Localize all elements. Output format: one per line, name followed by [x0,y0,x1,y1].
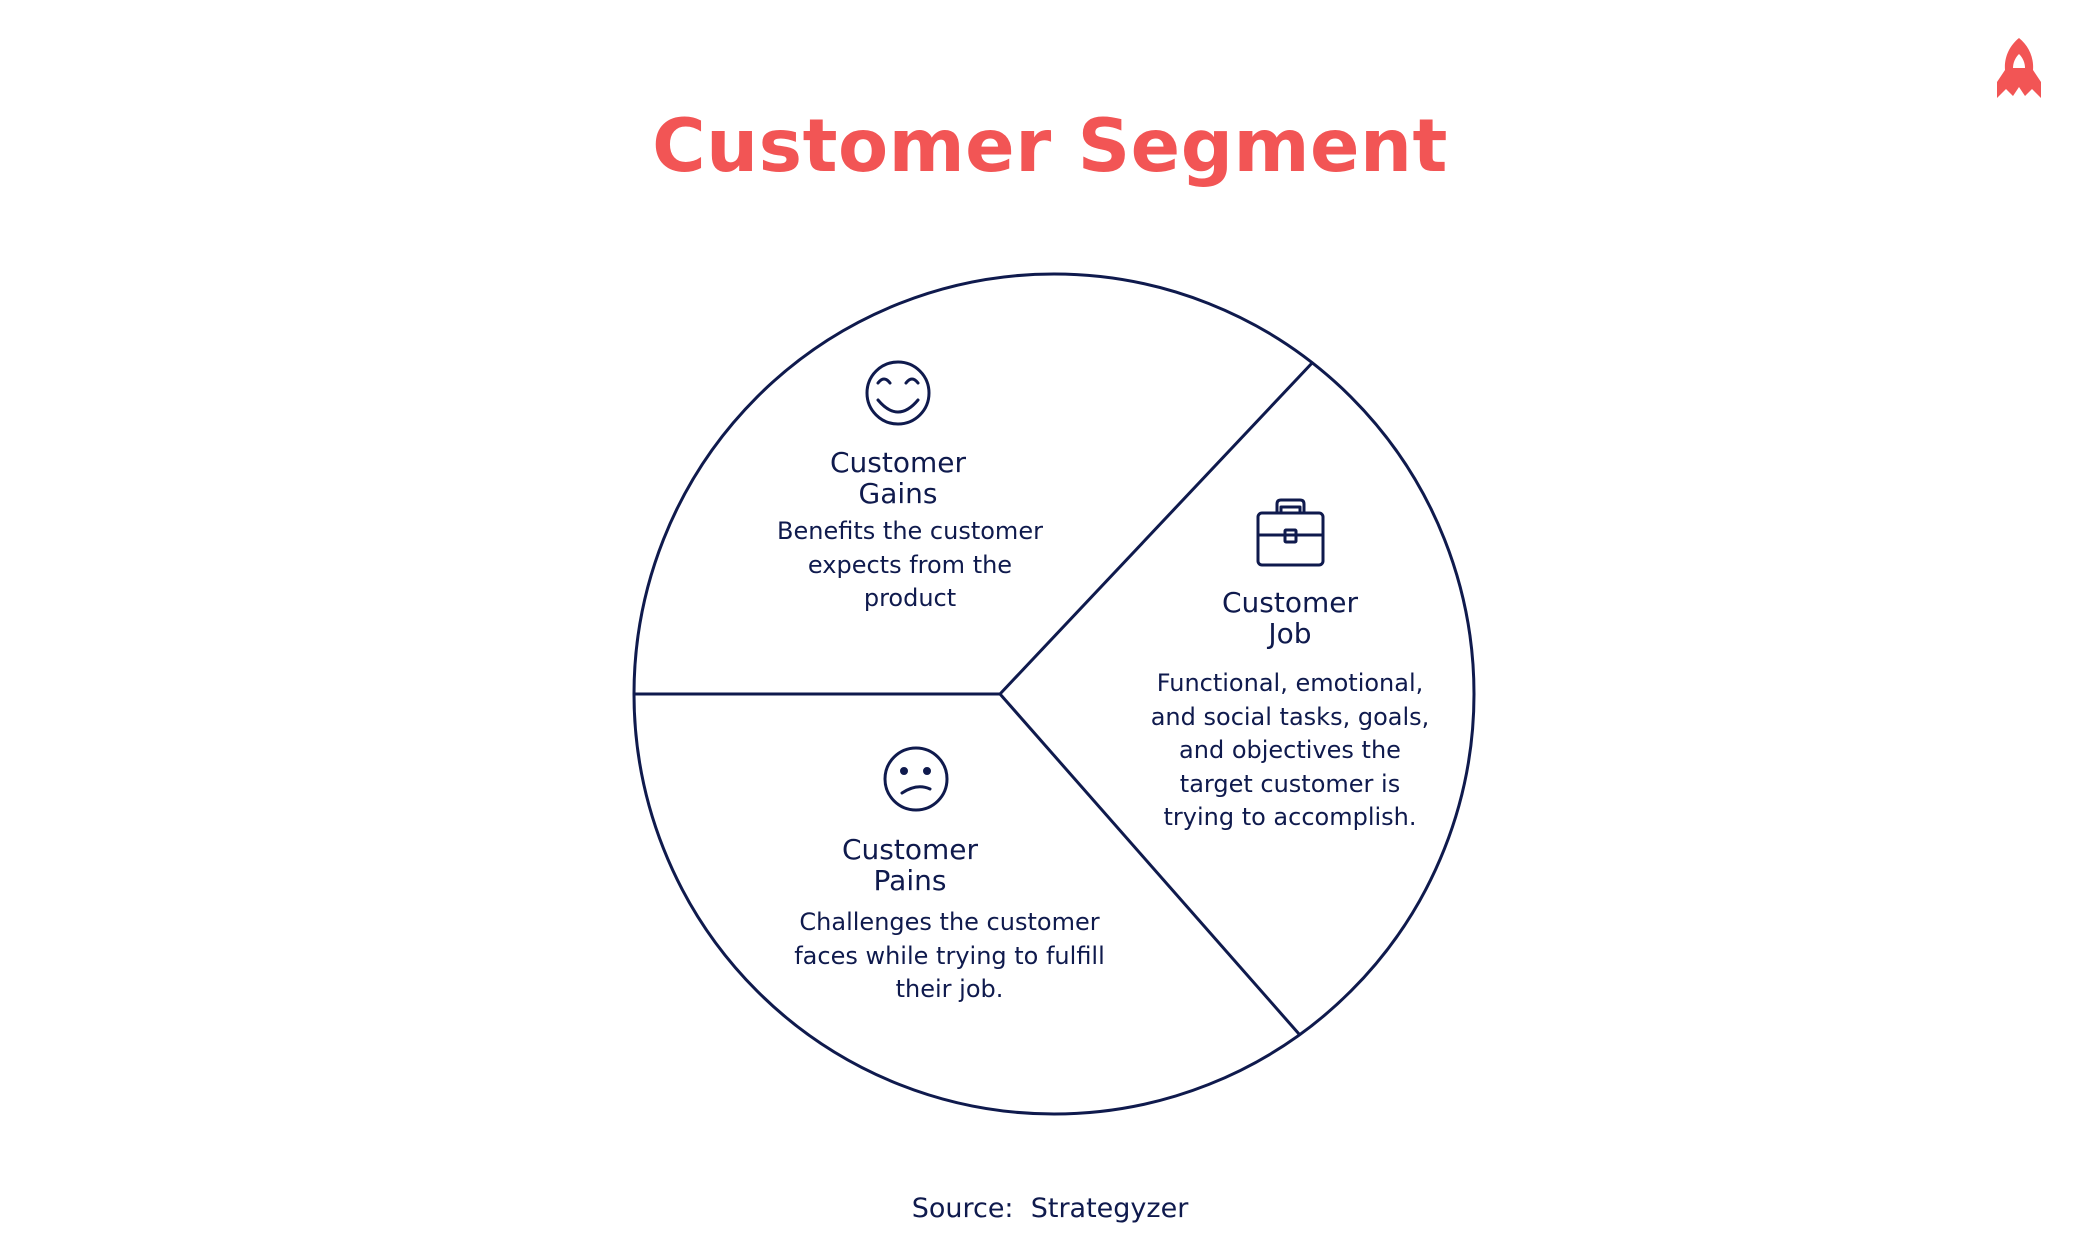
source-label: Source: [911,1193,1014,1224]
pains-description: Challenges the customer faces while tryi… [794,908,1105,1003]
gains-description: Benefits the customer expects from the p… [777,517,1043,612]
divider-job-pains [998,693,1301,1035]
rocket-logo-icon [1997,38,2041,98]
gains-title-line1: Customer [829,446,966,479]
gains-title-line2: Gains [858,477,938,510]
job-title: Customer Job [1190,587,1390,649]
page-title: Customer Segment [652,104,1448,189]
pains-title: Customer Pains [810,834,1010,896]
briefcase-icon [1256,498,1325,567]
job-description: Functional, emotional, and social tasks,… [1150,669,1430,831]
divider-gains-job [998,360,1315,696]
job-title-line2: Job [1268,617,1312,650]
source-value: Strategyzer [1030,1193,1189,1224]
pains-title-line2: Pains [873,864,947,897]
source-credit: Source: Strategyzer [0,1193,2100,1224]
smiling-face-icon [865,360,931,426]
pains-title-line1: Customer [841,833,978,866]
gains-title: Customer Gains [798,447,998,509]
job-title-line1: Customer [1221,586,1358,619]
confused-face-icon [883,746,949,812]
